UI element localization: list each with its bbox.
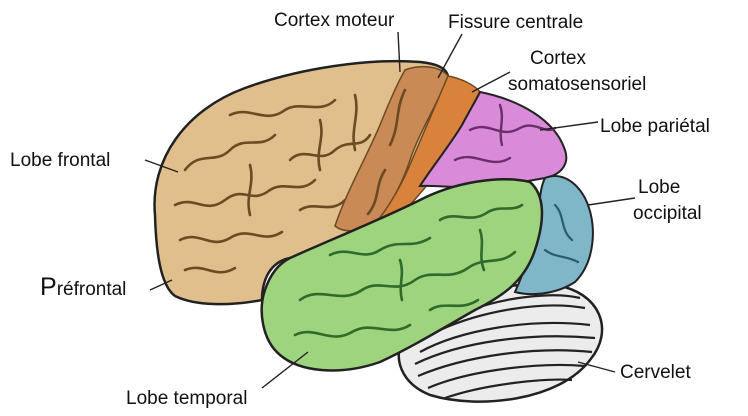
label-prefrontal-initial: P [40,273,57,301]
label-motor-cortex: Cortex moteur [274,10,395,31]
label-central-fissure: Fissure centrale [448,12,583,33]
label-occipital-line2: occipital [633,203,702,224]
label-prefrontal-rest: réfrontal [57,279,127,300]
label-prefrontal: Préfrontal [40,273,126,301]
label-occipital-line1: Lobe [638,177,680,198]
label-frontal-lobe: Lobe frontal [10,150,110,171]
leader-somatosensory [472,72,510,92]
leader-occipital [588,198,635,205]
label-somatosensory-line2: somatosensoriel [508,74,646,95]
label-parietal-lobe: Lobe pariétal [600,116,710,137]
label-cerebellum: Cervelet [620,362,691,383]
leader-fissure [438,34,462,78]
label-temporal-lobe: Lobe temporal [126,388,247,409]
label-somatosensory-line1: Cortex [530,48,586,69]
